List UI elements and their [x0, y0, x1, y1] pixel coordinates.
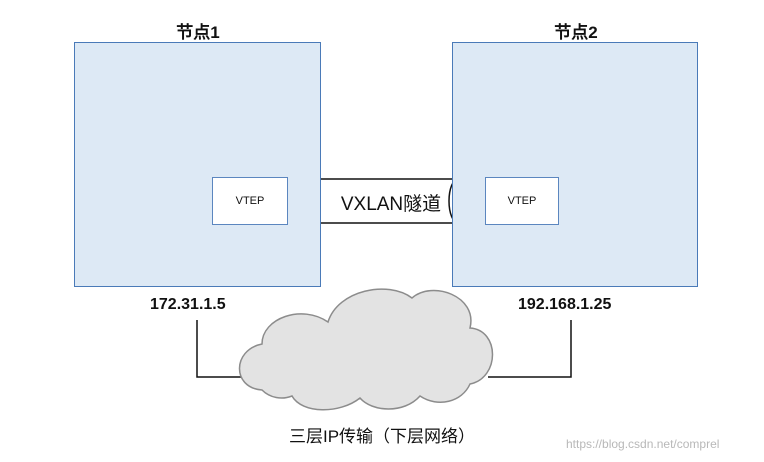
- node1-vtep: VTEP: [212, 177, 288, 225]
- watermark: https://blog.csdn.net/comprel: [566, 437, 720, 451]
- node1-title: 节点1: [176, 23, 220, 42]
- node2-box: [452, 42, 698, 287]
- network-label: 三层IP传输（下层网络）: [288, 427, 476, 446]
- node1-network-link: [196, 320, 248, 378]
- node1-ip: 172.31.1.5: [150, 296, 226, 313]
- node2-network-link: [488, 320, 572, 378]
- node2-ip: 192.168.1.25: [518, 296, 612, 313]
- node1-box: [74, 42, 321, 287]
- network-cloud: [238, 288, 494, 411]
- node2-title: 节点2: [554, 23, 598, 42]
- tunnel-label: VXLAN隧道: [340, 194, 442, 215]
- node2-vtep: VTEP: [485, 177, 559, 225]
